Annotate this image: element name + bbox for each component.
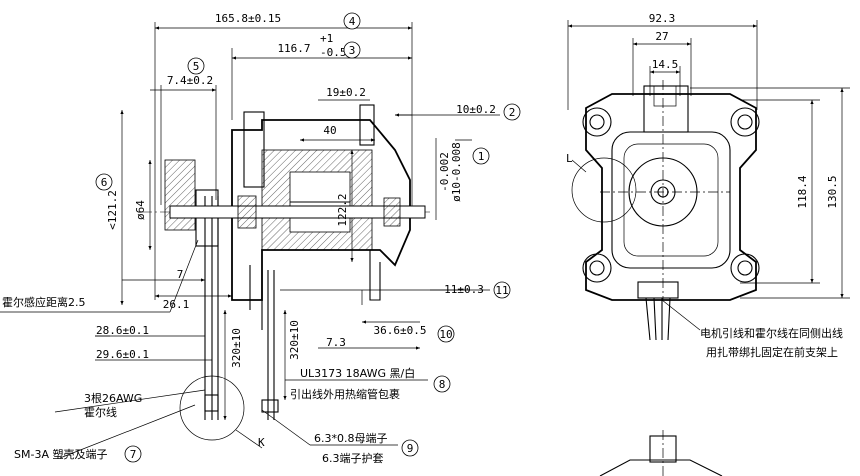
dim-height-130-5: 130.5 — [826, 175, 839, 208]
balloon-5: 5 — [187, 57, 205, 75]
front-view — [567, 20, 850, 476]
dim-hall-offset: 7.4±0.2 — [167, 74, 213, 87]
svg-text:9: 9 — [407, 442, 414, 455]
dim-rotor-outer: <121.2 — [106, 190, 119, 230]
dim-28-6: 28.6±0.1 — [96, 324, 149, 337]
dim-lead-320-b: 320±10 — [288, 320, 301, 360]
note-wire-sleeve: 引出线外用热缩管包裹 — [290, 387, 400, 401]
note-terminal-2: 6.3端子护套 — [322, 451, 384, 465]
note-hall-wire-1: 3根26AWG — [84, 391, 142, 405]
dim-shaft-tol-lower: ø10-0.008 — [450, 142, 463, 202]
dim-7-3: 7.3 — [326, 336, 346, 349]
dim-width-27: 27 — [655, 30, 668, 43]
note-right-2: 用扎带绑扎固定在前支架上 — [706, 345, 838, 359]
dim-height-118-4: 118.4 — [796, 175, 809, 208]
svg-text:1: 1 — [478, 150, 485, 163]
dim-29-6: 29.6±0.1 — [96, 348, 149, 361]
balloon-4: 4 — [343, 12, 361, 30]
dim-overall-length: 165.8±0.15 — [215, 12, 281, 25]
dim-body-length: 116.7 — [277, 42, 310, 55]
detail-l-label: L — [566, 152, 573, 165]
note-wire-ul: UL3173 18AWG 黑/白 — [300, 366, 415, 380]
balloon-8: 8 — [433, 375, 451, 393]
dim-width-14-5: 14.5 — [652, 58, 679, 71]
balloon-9: 9 — [401, 439, 419, 457]
detail-k-label: K — [258, 436, 265, 449]
balloon-7: 7 — [124, 445, 142, 463]
note-right-1: 电机引线和霍尔线在同侧出线 — [700, 326, 843, 340]
dim-bore: ø64 — [134, 200, 147, 220]
dim-lead-320-a: 320±10 — [230, 328, 243, 368]
svg-text:4: 4 — [349, 15, 356, 28]
balloon-11: 11 — [493, 281, 511, 299]
dim-body-length-upper-tol: +1 — [320, 32, 333, 45]
dim-stator: 122.2 — [336, 193, 349, 226]
balloon-2: 2 — [503, 103, 521, 121]
note-terminal-1: 6.3*0.8母端子 — [314, 432, 388, 445]
dim-11: 11±0.3 — [444, 283, 484, 296]
svg-text:7: 7 — [130, 448, 137, 461]
dim-shaft-ext: 10±0.2 — [456, 103, 496, 116]
svg-text:2: 2 — [509, 106, 516, 119]
balloon-1: 1 — [472, 147, 490, 165]
dim-26-1: 26.1 — [163, 298, 190, 311]
svg-text:8: 8 — [439, 378, 446, 391]
side-view — [0, 22, 500, 459]
svg-text:5: 5 — [193, 60, 200, 73]
svg-text:6: 6 — [101, 176, 108, 189]
balloon-10: 10 — [437, 325, 455, 343]
dim-bracket-offset: 19±0.2 — [326, 86, 366, 99]
svg-text:3: 3 — [349, 44, 356, 57]
dim-small-7: 7 — [177, 268, 184, 281]
note-hall-wire-2: 霍尔线 — [84, 405, 117, 419]
balloon-6: 6 — [95, 173, 113, 191]
dim-stator-stack: 40 — [323, 124, 336, 137]
dim-36-6: 36.6±0.5 — [374, 324, 427, 337]
hall-distance-label: 霍尔感应距离2.5 — [2, 295, 86, 309]
dim-shaft-tol-upper: -0.002 — [438, 152, 451, 192]
balloon-3: 3 — [343, 41, 361, 59]
dim-width-92-3: 92.3 — [649, 12, 676, 25]
svg-text:10: 10 — [439, 328, 452, 341]
note-connector: SM-3A 塑壳及端子 — [14, 447, 107, 461]
svg-text:11: 11 — [495, 284, 508, 297]
dim-body-length-lower-tol: -0.5 — [320, 46, 347, 59]
